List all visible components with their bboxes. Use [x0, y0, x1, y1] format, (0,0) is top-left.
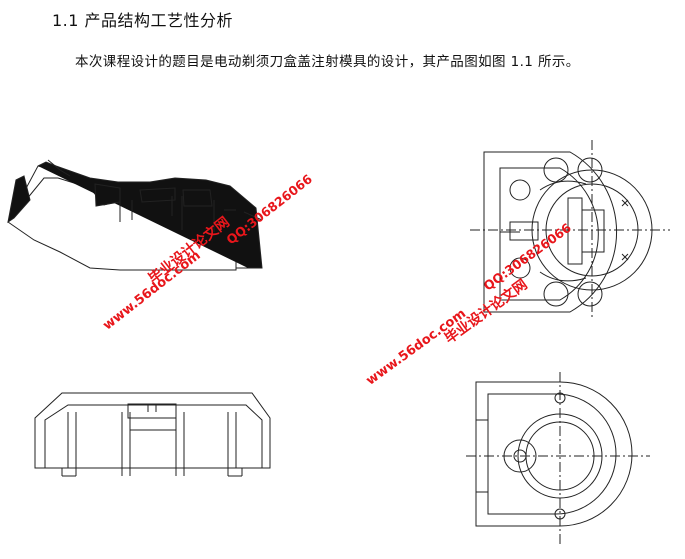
section-heading: 1.1 产品结构工艺性分析: [52, 11, 234, 30]
front-view: [34, 392, 271, 477]
body-paragraph: 本次课程设计的题目是电动剃须刀盒盖注射模具的设计，其产品图如图 1.1 所示。: [75, 54, 580, 70]
section-view: [7, 159, 263, 271]
bottom-view: [466, 372, 650, 545]
top-view: [470, 140, 670, 320]
